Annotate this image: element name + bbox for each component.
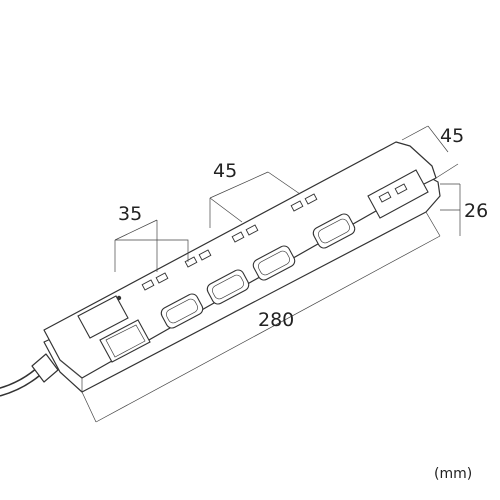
dimension-label-45-pitch: 45 <box>213 160 237 182</box>
outlet-end-block <box>367 169 429 219</box>
switch-button[interactable] <box>205 268 251 306</box>
master-switch-panel <box>77 295 129 339</box>
outlets <box>141 169 429 291</box>
outlet <box>141 272 169 291</box>
dimension-label-280: 280 <box>258 309 294 331</box>
power-strip-body <box>43 141 441 393</box>
dimension-label-26: 26 <box>464 200 488 222</box>
switch-button[interactable] <box>99 319 151 363</box>
dimension-label-35: 35 <box>118 203 142 225</box>
switch-buttons <box>99 212 357 363</box>
dimension-label-45-width: 45 <box>440 125 464 147</box>
indicator-lamp-icon <box>116 295 122 301</box>
power-cord <box>0 353 59 397</box>
outlet <box>184 249 212 268</box>
switch-button[interactable] <box>251 244 297 282</box>
dimension-lines <box>81 125 461 423</box>
outlet <box>290 193 318 212</box>
switch-button[interactable] <box>159 292 205 330</box>
outlet <box>231 224 259 243</box>
unit-label: (mm) <box>434 466 472 482</box>
switch-button[interactable] <box>311 212 357 250</box>
